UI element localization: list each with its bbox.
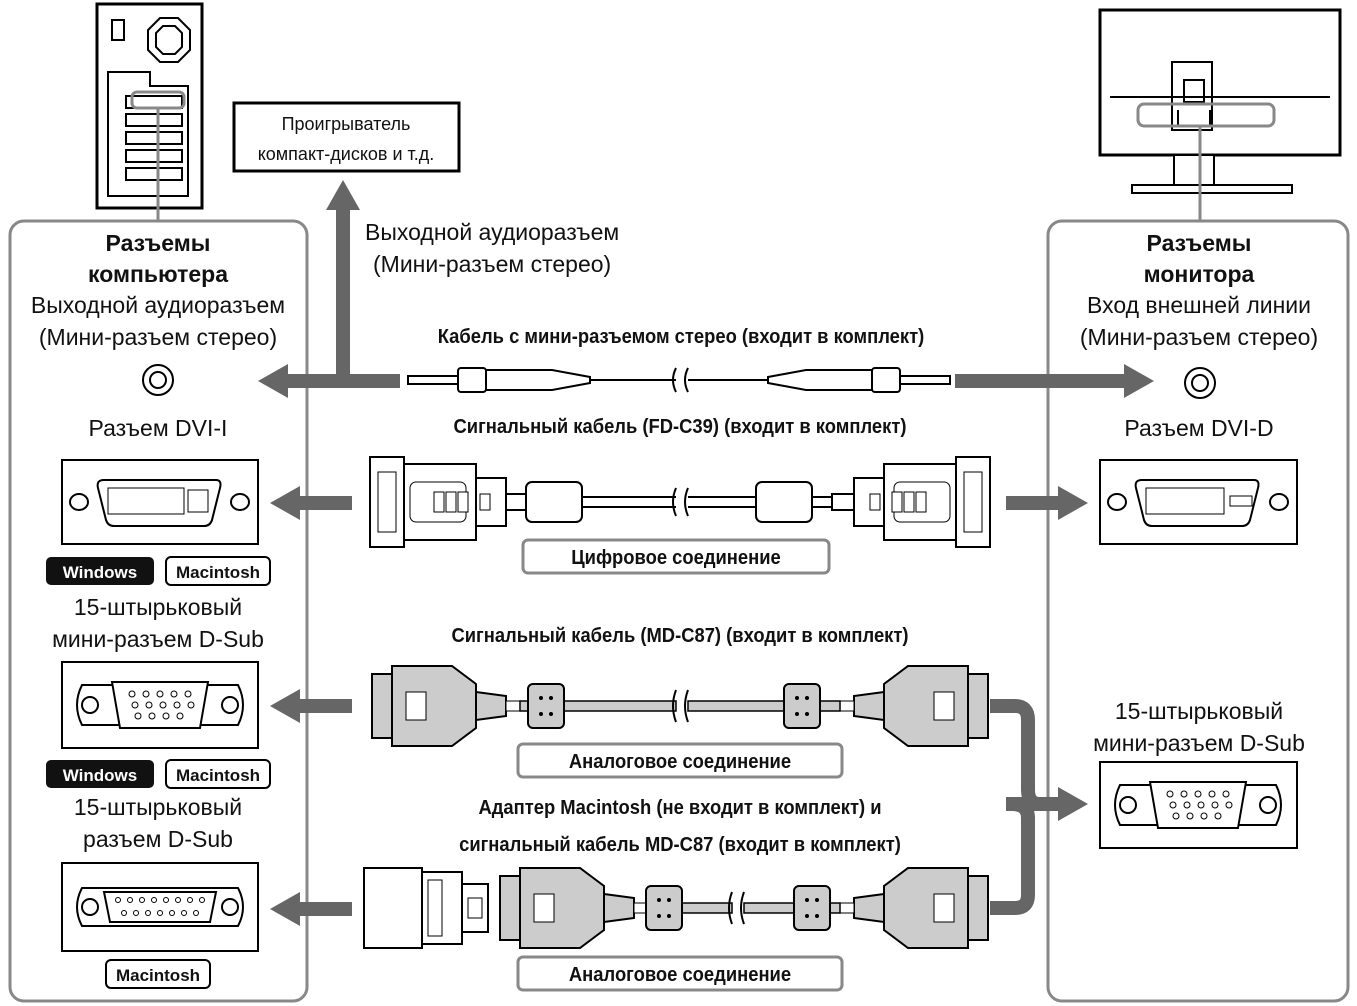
- audio-up-arrow-icon: [326, 180, 360, 383]
- pc-dvi-port-icon: [61, 459, 259, 545]
- pc-dsub-label2: разъем D-Sub: [83, 826, 233, 852]
- pc-connectors-panel: [8, 219, 309, 1003]
- stereo-arrow-right-bar: [955, 374, 1075, 388]
- windows-badge-2-label: Windows: [63, 766, 137, 785]
- computer-tower-icon: [95, 2, 204, 210]
- monitor-vga-label2: мини-разъем D-Sub: [1093, 730, 1305, 756]
- analog-connection-box-1: [516, 742, 844, 779]
- pc-panel-title1: Разъемы: [106, 230, 211, 256]
- macintosh-badge-3: [105, 959, 211, 989]
- pc-audio-jack-icon: [142, 364, 174, 396]
- cable-mac-caption1: Адаптер Macintosh (не входит в комплект)…: [478, 797, 881, 819]
- analog-connection-box-2: [516, 955, 844, 992]
- monitor-panel-title2: монитора: [1144, 261, 1255, 287]
- windows-badge: [46, 557, 154, 585]
- pc-dvi-label: Разъем DVI-I: [89, 415, 228, 441]
- monitor-vga-label1: 15-штырьковый: [1115, 698, 1283, 724]
- monitor-panel-title1: Разъемы: [1147, 230, 1252, 256]
- windows-badge-label: Windows: [63, 563, 137, 582]
- pc-audio-label2: (Мини-разъем стерео): [39, 324, 277, 350]
- vga-cable-icon: [371, 665, 989, 747]
- pc-dsub-label1: 15-штырьковый: [74, 794, 242, 820]
- audio-out-center-line2: (Мини-разъем стерео): [373, 251, 611, 277]
- monitor-vga-port-icon: [1099, 761, 1298, 849]
- digital-connection-label: Цифровое соединение: [571, 547, 781, 569]
- cable-md-caption: Сигнальный кабель (MD-C87) (входит в ком…: [451, 625, 908, 647]
- pc-panel-title2: компьютера: [88, 261, 228, 287]
- mac-adapter-cable-icon: [363, 867, 989, 949]
- cd-player-box: [232, 101, 461, 173]
- cable-stereo-caption: Кабель с мини-разъемом стерео (входит в …: [438, 326, 925, 348]
- stereo-mini-cable-icon: [407, 367, 951, 393]
- windows-badge-2: [46, 760, 154, 788]
- cd-player-line1: Проигрыватель: [282, 114, 411, 134]
- analog-connection-label-2: Аналоговое соединение: [569, 964, 791, 986]
- monitor-line-in-label1: Вход внешней линии: [1087, 292, 1311, 318]
- monitor-dvi-port-icon: [1099, 459, 1298, 545]
- macintosh-badge: [165, 556, 271, 586]
- monitor-audio-jack-icon: [1184, 367, 1216, 399]
- cable-fd-caption: Сигнальный кабель (FD-C39) (входит в ком…: [454, 416, 907, 438]
- monitor-line-in-label2: (Мини-разъем стерео): [1080, 324, 1318, 350]
- macintosh-badge-2-label: Macintosh: [176, 766, 260, 785]
- audio-out-center-line1: Выходной аудиоразъем: [365, 219, 619, 245]
- cd-player-line2: компакт-дисков и т.д.: [258, 144, 435, 164]
- monitor-icon: [1098, 8, 1342, 194]
- macintosh-badge-label: Macintosh: [176, 563, 260, 582]
- macintosh-badge-3-label: Macintosh: [116, 966, 200, 985]
- digital-connection-box: [521, 538, 831, 575]
- macintosh-badge-2: [165, 759, 271, 789]
- pc-vga-label2: мини-разъем D-Sub: [52, 626, 264, 652]
- pc-audio-label1: Выходной аудиоразъем: [31, 292, 285, 318]
- pc-vga-label1: 15-штырьковый: [74, 594, 242, 620]
- pc-vga-port-icon: [61, 661, 259, 749]
- dvi-cable-icon: [369, 456, 991, 548]
- cable-mac-caption2: сигнальный кабель MD-C87 (входит в компл…: [459, 834, 901, 856]
- pc-dsub-port-icon: [61, 862, 259, 952]
- analog-connection-label-1: Аналоговое соединение: [569, 751, 791, 773]
- monitor-dvi-label: Разъем DVI-D: [1124, 415, 1273, 441]
